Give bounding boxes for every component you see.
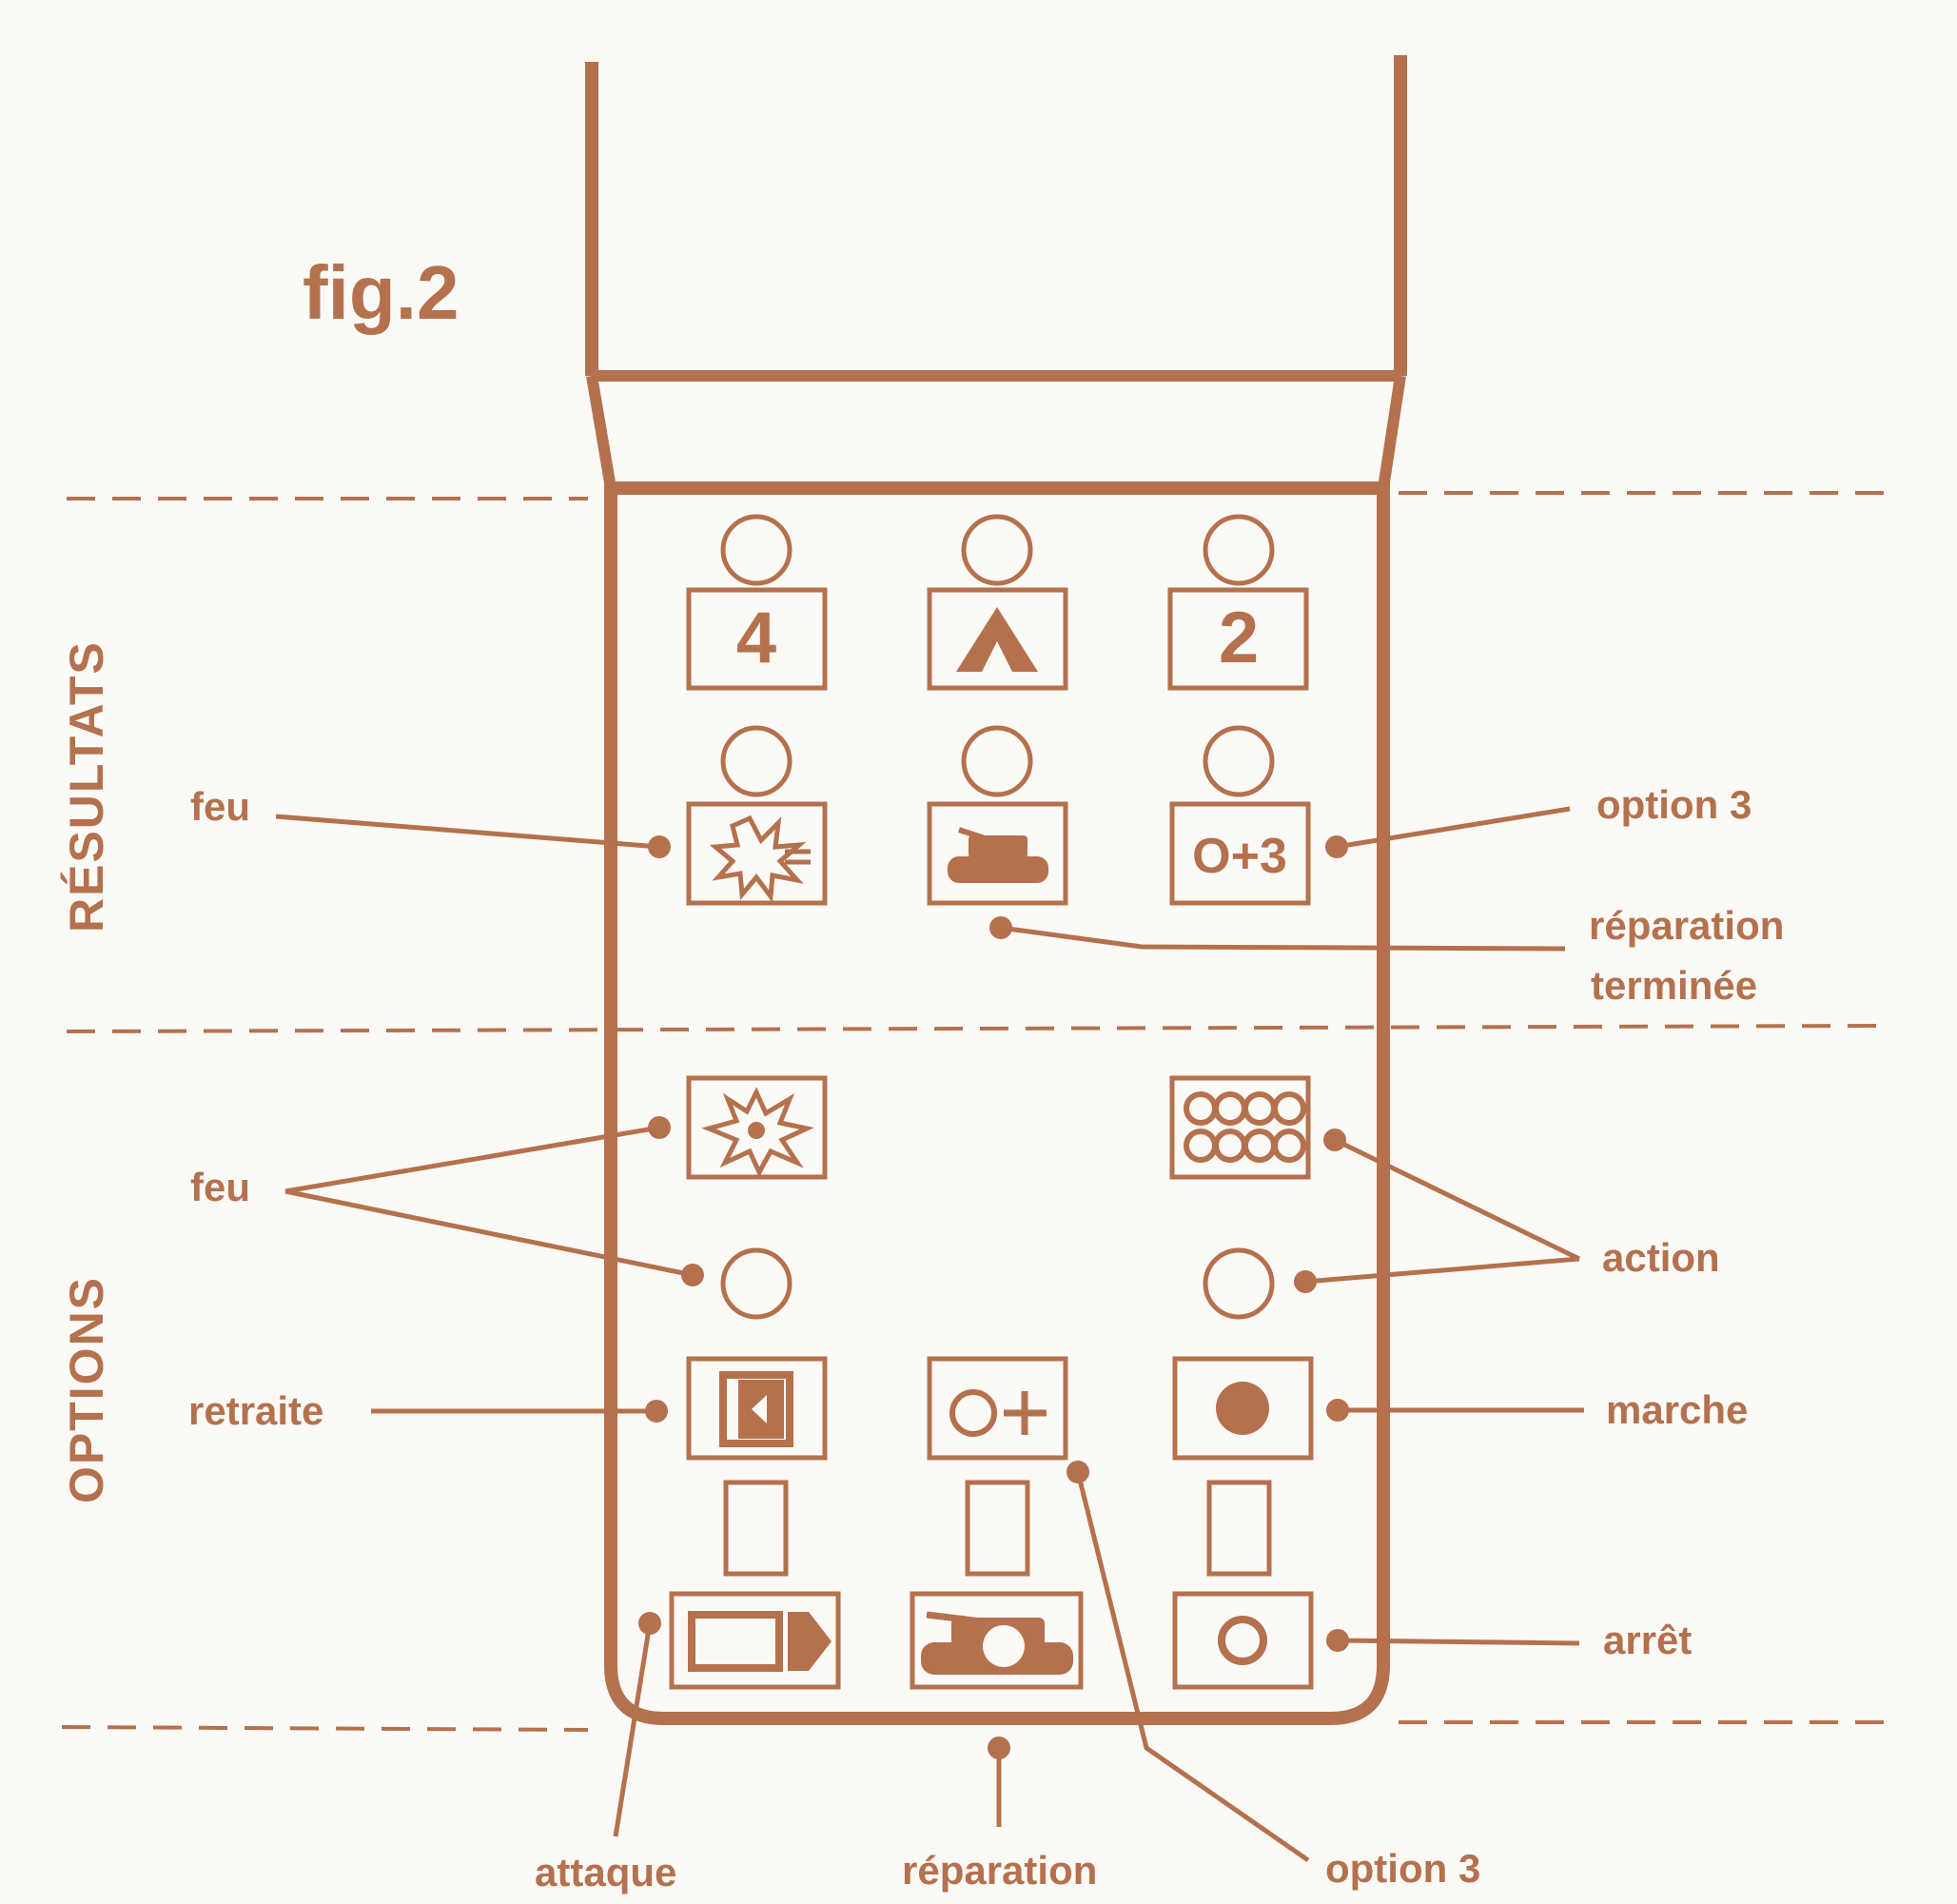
dot-retraite — [645, 1400, 668, 1423]
slot-left — [723, 1480, 789, 1577]
digit-2-icon: 2 — [1219, 598, 1259, 678]
dot-marche — [1326, 1399, 1349, 1422]
dot-option3-results — [1325, 835, 1348, 858]
slot-middle — [965, 1480, 1030, 1577]
leader-attaque — [613, 1622, 653, 1837]
result-lamp-2 — [961, 514, 1033, 586]
dot-action-lower — [1294, 1270, 1317, 1293]
attack-arrow-icon — [688, 1611, 832, 1672]
retreat-button[interactable] — [686, 1356, 828, 1461]
result-lamp-3 — [1203, 514, 1275, 586]
slot-right — [1206, 1480, 1272, 1577]
result-box-4 — [686, 587, 828, 691]
action-button[interactable] — [1169, 1075, 1311, 1180]
label-marche: marche — [1606, 1387, 1748, 1432]
result-row-2: O+3 — [686, 725, 1311, 906]
result-box-fire — [686, 801, 828, 906]
repair-tank-icon — [921, 1611, 1073, 1675]
section-dividers — [61, 491, 1889, 1732]
label-option3-bottom: option 3 — [1325, 1846, 1480, 1891]
dot-feu-options-lower — [681, 1264, 704, 1286]
result-box-option3 — [1169, 801, 1311, 906]
leader-feu-options-upper — [284, 1125, 660, 1194]
leader-feu-results — [275, 814, 660, 850]
section-label-options: OPTIONS — [60, 1276, 113, 1503]
leader-arret — [1337, 1638, 1580, 1646]
label-retraite: retraite — [188, 1388, 323, 1433]
dot-action-upper — [1323, 1129, 1346, 1151]
result-lamp-5 — [961, 725, 1033, 797]
result-lamp-1 — [720, 514, 793, 586]
label-arret: arrêt — [1603, 1618, 1692, 1662]
device-neck-right — [1378, 375, 1406, 489]
callout-labels: feu option 3 réparation terminée feu act… — [188, 782, 1784, 1894]
label-action: action — [1602, 1235, 1720, 1280]
stop-button[interactable] — [1172, 1591, 1314, 1690]
dot-feu-options-upper — [648, 1116, 671, 1139]
label-attaque: attaque — [535, 1850, 676, 1894]
leader-option3-bottom — [1075, 1471, 1310, 1863]
device-body — [604, 481, 1390, 1725]
leader-feu-options-lower — [284, 1188, 694, 1278]
result-box-tank — [927, 801, 1068, 906]
fire-starburst-icon — [701, 1087, 814, 1178]
leader-reparation-terminee — [1000, 925, 1566, 952]
retreat-icon — [719, 1371, 793, 1447]
filled-dot-icon — [1216, 1382, 1269, 1435]
options-panel — [669, 1075, 1314, 1690]
tank-icon — [948, 827, 1048, 883]
cluster-icon — [1184, 1091, 1306, 1163]
result-lamp-6 — [1203, 725, 1275, 797]
option3-plus-icon — [949, 1389, 1047, 1437]
dot-feu-results — [648, 835, 671, 858]
dot-attaque — [638, 1612, 661, 1635]
section-label-results: RÉSULTATS — [60, 640, 113, 932]
label-reparation-terminee-1: réparation — [1589, 903, 1784, 948]
fire-lamp — [720, 1247, 793, 1320]
march-button[interactable] — [1172, 1356, 1314, 1461]
digit-4-icon: 4 — [736, 598, 776, 678]
leader-action-upper — [1333, 1137, 1581, 1262]
result-box-tent — [927, 587, 1068, 691]
label-option3-results: option 3 — [1596, 782, 1752, 827]
label-feu-options: feu — [190, 1165, 250, 1209]
divider-bottom-left — [61, 1725, 589, 1732]
label-reparation-terminee-2: terminée — [1591, 963, 1757, 1008]
device-neck-left — [586, 374, 616, 490]
label-reparation: réparation — [902, 1848, 1097, 1893]
hollow-ring-icon — [1218, 1616, 1267, 1665]
leader-option3-results — [1336, 806, 1571, 850]
dot-reparation — [988, 1737, 1010, 1759]
action-lamp — [1203, 1247, 1275, 1320]
explosion-icon — [709, 815, 811, 903]
divider-middle — [66, 1024, 1880, 1033]
result-box-2 — [1167, 587, 1309, 691]
dot-arret — [1326, 1629, 1349, 1652]
attack-button[interactable] — [669, 1591, 841, 1690]
tent-icon — [956, 607, 1038, 672]
device-outline — [585, 55, 1407, 1725]
label-feu-results: feu — [190, 784, 250, 829]
callout-leaders — [275, 806, 1584, 1863]
result-row-1: 4 2 — [686, 514, 1309, 691]
figure-title: fig.2 — [303, 250, 459, 335]
leader-action-lower — [1304, 1256, 1580, 1285]
fire-button[interactable] — [686, 1075, 828, 1180]
dot-reparation-terminee — [989, 916, 1012, 939]
repair-button[interactable] — [910, 1591, 1084, 1690]
option3-button[interactable] — [927, 1356, 1068, 1461]
result-lamp-4 — [720, 725, 793, 797]
option3-result-icon: O+3 — [1192, 829, 1287, 884]
dot-option3-bottom — [1067, 1461, 1089, 1483]
